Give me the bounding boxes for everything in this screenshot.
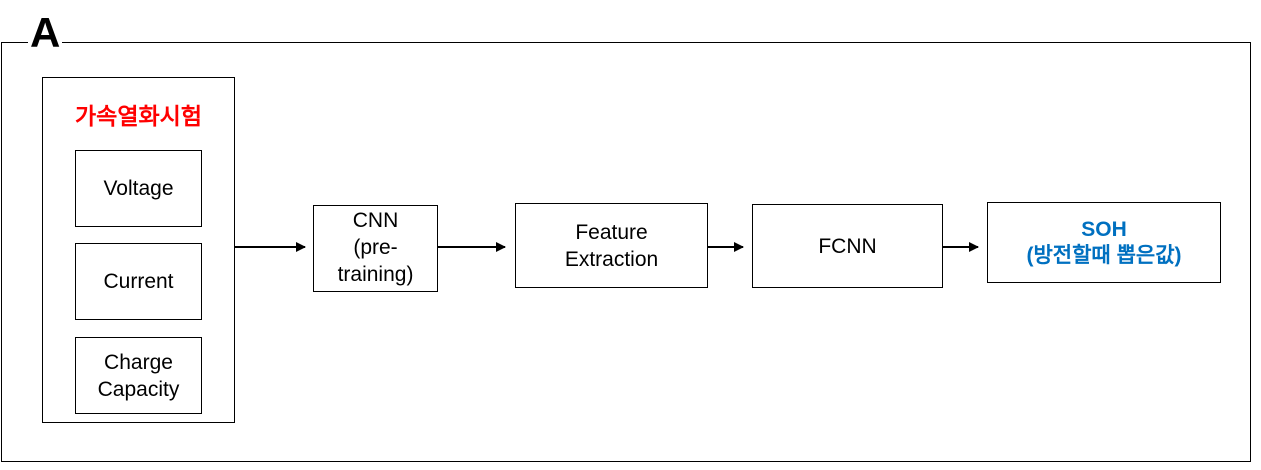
input-box-voltage: Voltage [75,150,202,227]
stage-box-feature-extraction: Feature Extraction [515,203,708,288]
input-box-current-label: Current [103,270,174,293]
arrow-icon-feature-to-fcnn [708,242,744,252]
stage-box-cnn-label: CNN (pre- training) [337,209,414,286]
stage-box-cnn: CNN (pre- training) [313,205,438,292]
stage-box-fcnn: FCNN [752,204,943,288]
figure-outer-frame [1,42,1251,462]
stage-box-fcnn-label: FCNN [818,234,877,258]
arrow-icon-fcnn-to-soh [943,242,979,252]
arrow-icon-cnn-to-feature [438,242,506,252]
arrow-icon-group-to-cnn [235,242,306,252]
stage-box-soh: SOH (방전할때 뽑은값) [987,202,1221,283]
input-box-voltage-label: Voltage [103,177,174,200]
input-box-current: Current [75,243,202,320]
input-box-charge-capacity-label: Charge Capacity [97,350,180,401]
stage-box-soh-label: SOH (방전할때 뽑은값) [1026,217,1182,267]
stage-box-feature-extraction-label: Feature Extraction [564,220,659,271]
panel-label-a: A [28,9,63,56]
input-group-title: 가속열화시험 [75,103,202,129]
input-box-charge-capacity: Charge Capacity [75,337,202,414]
